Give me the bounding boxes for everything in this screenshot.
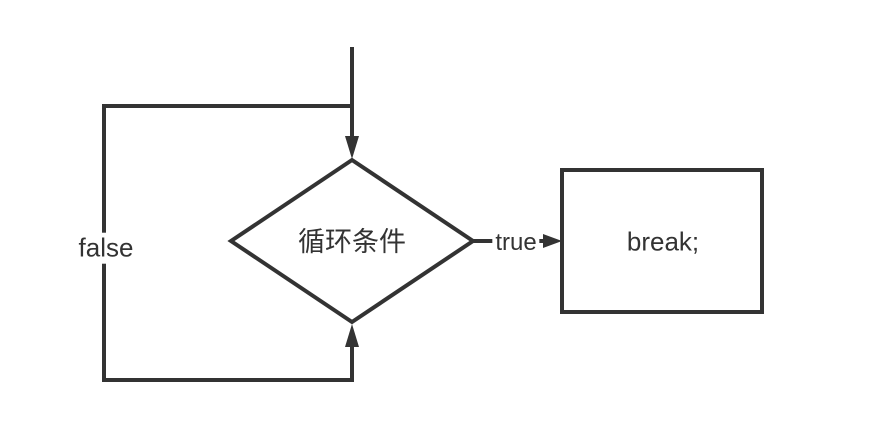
condition-node-label: 循环条件 (298, 227, 406, 258)
break-node-label: break; (626, 226, 700, 257)
true-edge-label: true (492, 228, 540, 258)
down-arrowhead-icon (345, 136, 359, 159)
condition-diamond (227, 157, 477, 325)
break-rectangle (560, 168, 764, 314)
false-edge-label: false (75, 232, 137, 264)
up-arrowhead-icon (345, 324, 359, 347)
right-arrowhead-icon (543, 234, 562, 248)
false-loop-edge-line (102, 104, 354, 382)
